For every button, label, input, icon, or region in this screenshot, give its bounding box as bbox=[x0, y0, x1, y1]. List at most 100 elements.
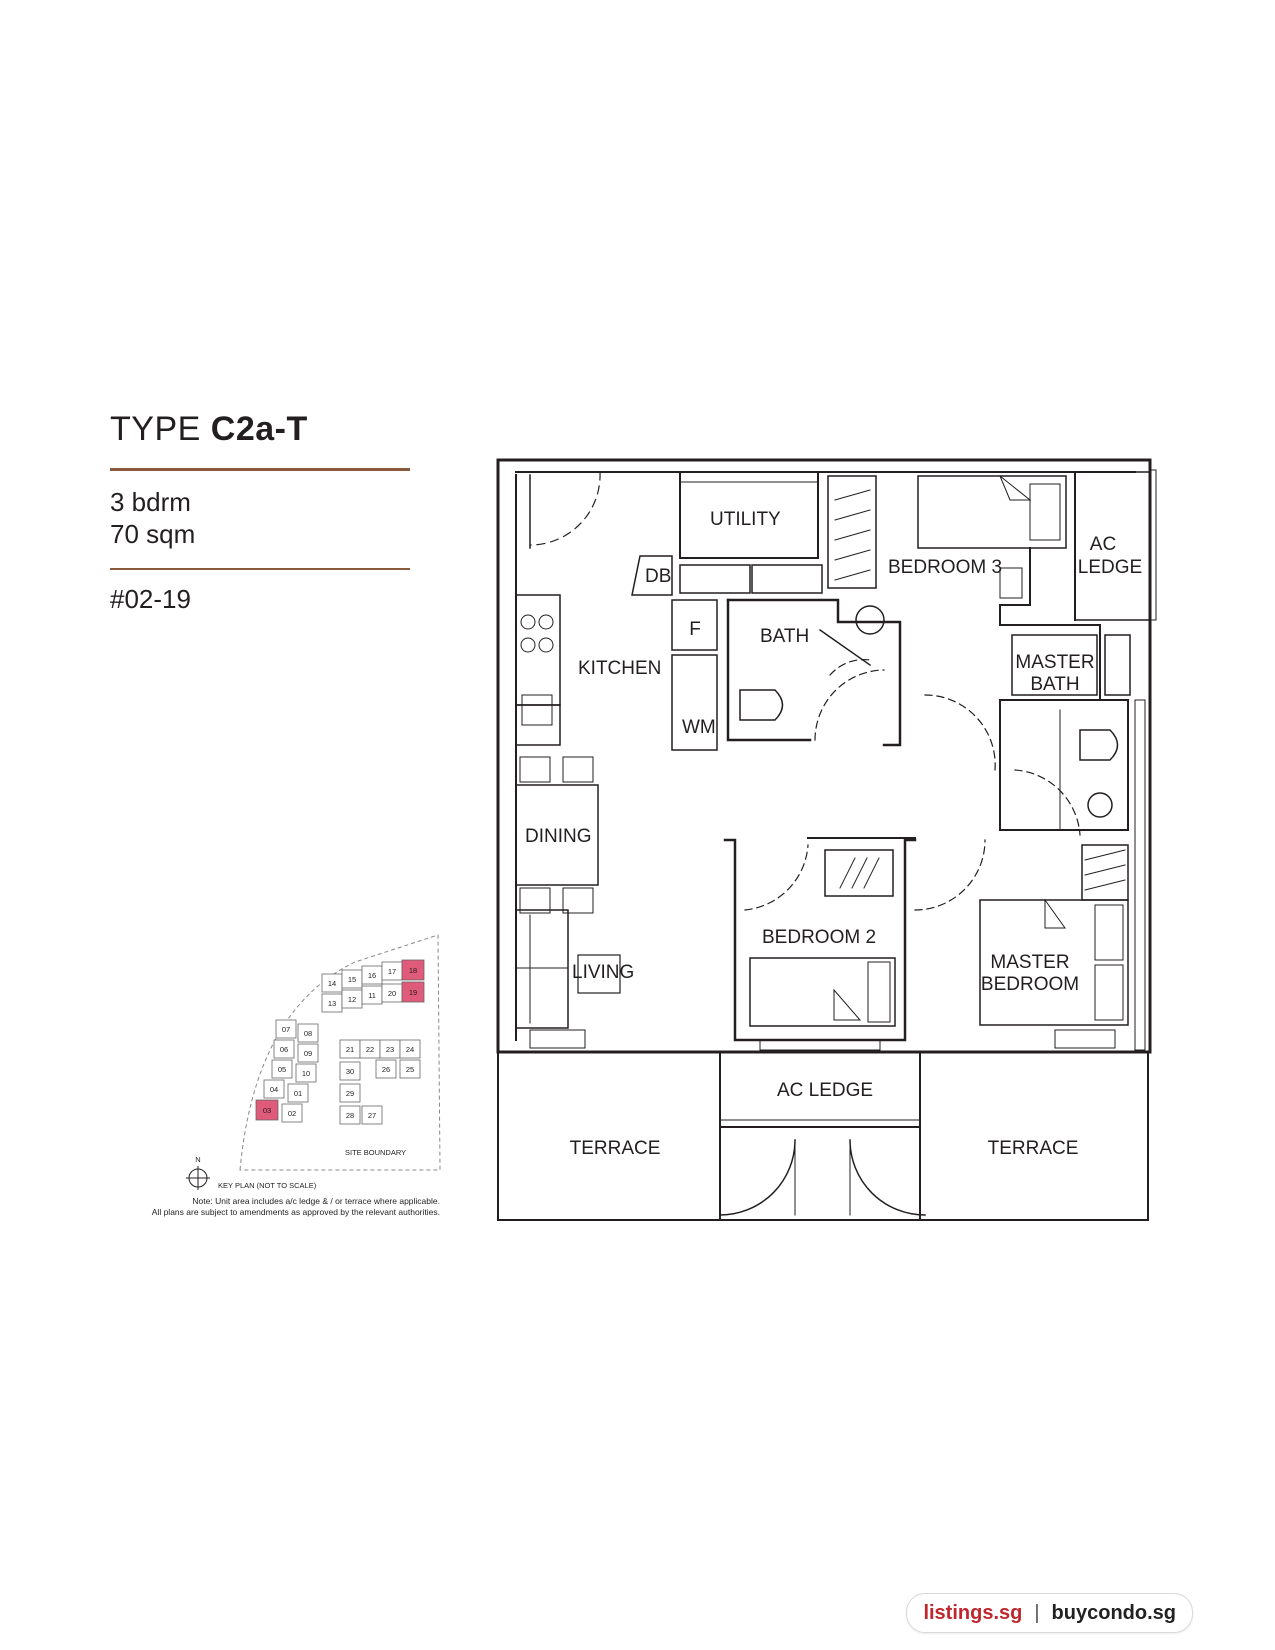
bed-pillow bbox=[1029, 483, 1061, 541]
terrace-door-swing-right bbox=[849, 1139, 926, 1216]
key-plan-unit-19 bbox=[401, 981, 425, 1003]
bedroom2-window bbox=[759, 1039, 881, 1051]
label-bedroom2: BEDROOM 2 bbox=[762, 927, 876, 948]
sink-counter bbox=[515, 704, 561, 746]
master-bath-label-box bbox=[1011, 634, 1098, 696]
master-bath-cabinet bbox=[1104, 634, 1131, 696]
bath-basin bbox=[855, 605, 885, 635]
master-bath-enclosure bbox=[999, 699, 1129, 831]
hob-burner bbox=[520, 614, 536, 630]
note-line-2: All plans are subject to amendments as a… bbox=[152, 1207, 440, 1217]
master-bath-toilet bbox=[1079, 729, 1119, 761]
bed-sheet-fold bbox=[833, 988, 862, 1021]
key-plan-unit-02 bbox=[281, 1103, 303, 1123]
label-utility: UTILITY bbox=[710, 509, 781, 530]
master-bed-fold bbox=[1044, 898, 1066, 929]
key-plan-unit-label-14: 14 bbox=[328, 979, 336, 988]
bedroom-count: 3 bdrm bbox=[110, 487, 191, 517]
key-plan-unit-label-07: 07 bbox=[282, 1025, 290, 1034]
key-plan-unit-25 bbox=[399, 1059, 421, 1079]
bed-pillow bbox=[867, 961, 891, 1023]
ac-ledge-rail bbox=[1149, 469, 1157, 621]
fridge-box bbox=[671, 599, 718, 651]
key-plan-unit-label-27: 27 bbox=[368, 1111, 376, 1120]
master-bed bbox=[979, 899, 1129, 1026]
key-plan-unit-label-03: 03 bbox=[263, 1106, 271, 1115]
label-fridge: F bbox=[689, 619, 701, 640]
hob-burner bbox=[538, 637, 554, 653]
master-bed-pillow bbox=[1094, 964, 1124, 1021]
label-terrace-right: TERRACE bbox=[988, 1138, 1079, 1159]
bath-wall-left bbox=[726, 598, 812, 742]
key-plan-unit-label-05: 05 bbox=[278, 1065, 286, 1074]
wardrobe-hatch bbox=[834, 529, 871, 541]
label-master-bath-2: BATH bbox=[1030, 674, 1079, 695]
title-divider bbox=[110, 468, 410, 471]
brand-buycondo[interactable]: buycondo.sg bbox=[1051, 1601, 1176, 1624]
master-bath-wall bbox=[999, 624, 1101, 701]
label-bath: BATH bbox=[760, 626, 809, 647]
wardrobe-hatch bbox=[834, 569, 871, 581]
key-plan-unit-27 bbox=[361, 1105, 383, 1125]
label-dining: DINING bbox=[525, 826, 592, 847]
brand-badge[interactable]: listings.sg | buycondo.sg bbox=[906, 1593, 1193, 1633]
ac-ledge-bottom-box bbox=[719, 1051, 921, 1128]
dining-chair bbox=[519, 887, 551, 914]
cabinet-2 bbox=[751, 564, 823, 594]
key-plan-unit-label-09: 09 bbox=[304, 1049, 312, 1058]
master-wardrobe bbox=[1081, 844, 1129, 901]
key-plan-unit-28 bbox=[339, 1105, 361, 1125]
master-bath-basin bbox=[1087, 792, 1113, 818]
wardrobe-hatch bbox=[851, 857, 868, 889]
label-master-bedroom-1: MASTER bbox=[990, 952, 1069, 973]
wardrobe-hatch bbox=[1084, 849, 1126, 861]
outer-wall-top-right bbox=[496, 458, 1152, 1054]
key-plan-unit-10 bbox=[295, 1063, 317, 1083]
label-ac-ledge-top-2: LEDGE bbox=[1078, 557, 1142, 578]
living-window bbox=[529, 1029, 586, 1049]
key-plan-unit-05 bbox=[271, 1059, 293, 1079]
hob-burner bbox=[538, 614, 554, 630]
key-plan-unit-label-18: 18 bbox=[409, 966, 417, 975]
key-plan-unit-label-12: 12 bbox=[348, 995, 356, 1004]
key-plan-unit-label-17: 17 bbox=[388, 967, 396, 976]
key-plan-unit-label-30: 30 bbox=[346, 1067, 354, 1076]
wardrobe-hatch bbox=[834, 549, 871, 561]
cabinet-1 bbox=[679, 564, 751, 594]
key-plan-unit-label-01: 01 bbox=[294, 1089, 302, 1098]
bath-door-swing bbox=[829, 658, 871, 676]
brand-listings[interactable]: listings.sg bbox=[923, 1601, 1023, 1624]
wardrobe-hatch bbox=[834, 509, 871, 521]
key-plan-unit-30 bbox=[339, 1061, 361, 1081]
key-plan-unit-label-25: 25 bbox=[406, 1065, 414, 1074]
key-plan-unit-label-04: 04 bbox=[270, 1085, 278, 1094]
type-code: C2a-T bbox=[210, 410, 308, 448]
key-plan-unit-07 bbox=[275, 1019, 297, 1039]
master-bed-pillow bbox=[1094, 904, 1124, 961]
bath-door-swing bbox=[814, 669, 885, 741]
label-ac-ledge-top-1: AC bbox=[1090, 534, 1116, 555]
unit-type-title: TYPE C2a-T bbox=[110, 410, 308, 449]
key-plan-unit-label-13: 13 bbox=[328, 999, 336, 1008]
db-box bbox=[631, 555, 673, 596]
master-bath-door-swing bbox=[1014, 769, 1081, 836]
label-db: DB bbox=[645, 566, 671, 587]
key-plan-unit-label-29: 29 bbox=[346, 1089, 354, 1098]
master-bedroom-door-swing-top bbox=[924, 694, 996, 771]
terrace-boundary bbox=[497, 459, 1149, 1221]
terrace-door-swing-left bbox=[719, 1139, 796, 1216]
type-prefix: TYPE bbox=[110, 410, 201, 448]
key-plan-unit-label-26: 26 bbox=[382, 1065, 390, 1074]
bed-sheet-fold bbox=[999, 475, 1032, 501]
label-ac-ledge-bottom: AC LEDGE bbox=[777, 1080, 873, 1101]
label-master-bedroom-2: BEDROOM bbox=[981, 974, 1079, 995]
key-plan-unit-18 bbox=[401, 959, 425, 981]
key-plan-unit-label-08: 08 bbox=[304, 1029, 312, 1038]
utility-room-wall bbox=[679, 471, 819, 559]
key-plan-unit-26 bbox=[375, 1059, 397, 1079]
wm-box bbox=[671, 654, 718, 751]
label-wm: WM bbox=[682, 717, 716, 738]
